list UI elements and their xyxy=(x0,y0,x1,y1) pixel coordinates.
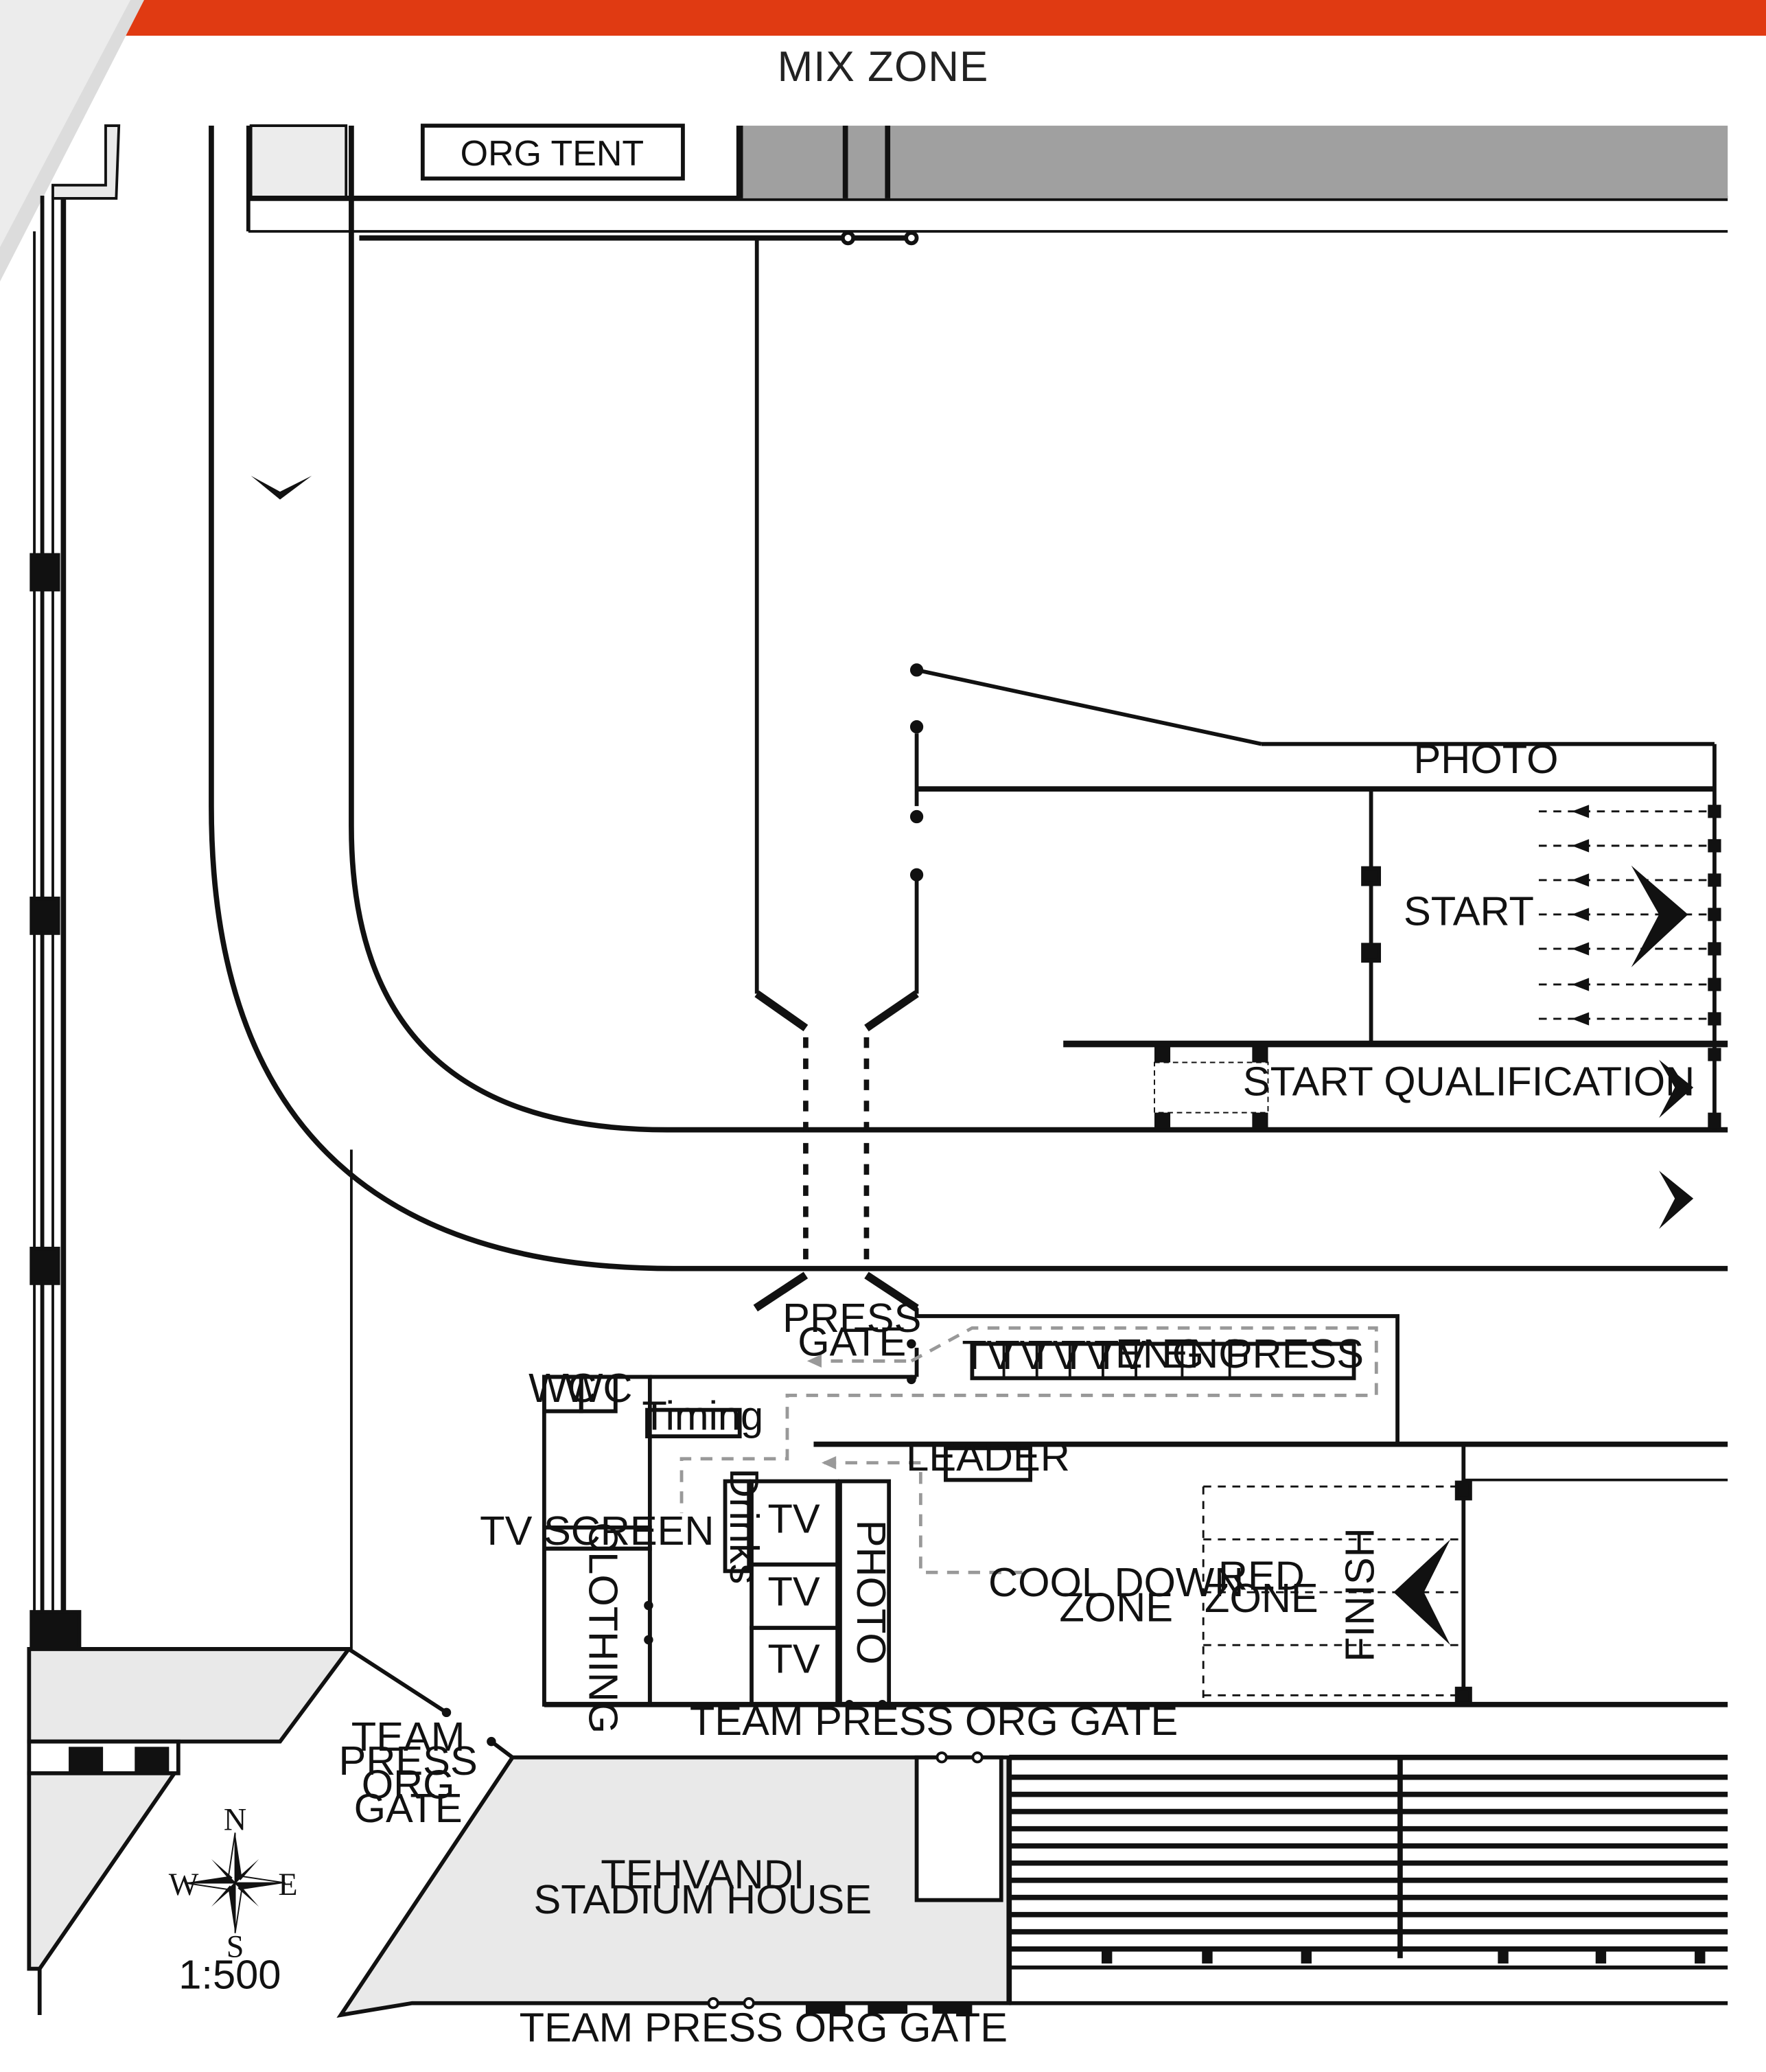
roof-area xyxy=(739,126,1728,198)
team-gate-label-1: TEAM xyxy=(351,1714,465,1760)
tv-booth-2: TV xyxy=(995,1332,1047,1378)
wc-1: WC xyxy=(528,1365,596,1411)
org-tent xyxy=(420,124,685,181)
start-lanes xyxy=(1538,810,1715,1020)
finish-label: FINISH xyxy=(1336,1528,1382,1662)
timing-label: Timing xyxy=(642,1392,763,1438)
team-gate-label-2: PRESS xyxy=(339,1738,478,1784)
tv-booth-1: TV xyxy=(962,1332,1014,1378)
brand-header-bar xyxy=(0,0,1766,36)
eng-booth-2: ENG xyxy=(1161,1331,1250,1377)
clothing-label: CLOTHING xyxy=(580,1522,626,1734)
media-booths xyxy=(970,1342,1356,1381)
left-fence xyxy=(30,196,82,1651)
corner-page-fold xyxy=(0,0,144,281)
tv-screen-label: TV SCREEN xyxy=(480,1508,714,1554)
start-label: START xyxy=(1404,888,1534,934)
tv-booth-3: TV xyxy=(1028,1332,1080,1378)
press-gate-label-1: PRESS xyxy=(782,1295,921,1341)
drinks-label: Drinks xyxy=(721,1468,767,1584)
press-gate-label-2: GATE xyxy=(798,1319,906,1365)
compass-w: W xyxy=(169,1867,199,1902)
compass-s: S xyxy=(226,1929,244,1964)
team-press-org-gate-bottom-label: TEAM PRESS ORG GATE xyxy=(520,2005,1008,2051)
red-zone-label-1: RED xyxy=(1218,1552,1305,1598)
tv-booth-5: TV xyxy=(1094,1332,1146,1378)
start-qualification-label: START QUALIFICATION xyxy=(1243,1059,1695,1105)
grandstand xyxy=(1006,1757,1728,2005)
wc-2: WC xyxy=(564,1365,632,1411)
team-press-org-gate-label: TEAM PRESS ORG GATE xyxy=(690,1698,1178,1744)
mix-zone-building xyxy=(542,1308,1728,1707)
press-booth: PRESS xyxy=(1225,1331,1364,1377)
direction-chevron-icon xyxy=(251,476,312,500)
tv-room-1: TV xyxy=(767,1496,820,1542)
stadium-label-1: TEHVANDI xyxy=(601,1851,804,1897)
leader-label: LEADER xyxy=(906,1434,1070,1480)
press-route xyxy=(679,1326,1378,1574)
eng-booth-1: ENG xyxy=(1115,1331,1204,1377)
stadium-label-2: STADIUM HOUSE xyxy=(533,1876,872,1922)
photo-vertical-label: PHOTO xyxy=(848,1520,894,1665)
team-gate-label-4: GATE xyxy=(354,1785,463,1831)
compass-e: E xyxy=(278,1867,297,1902)
start-direction-icon xyxy=(1631,865,1688,967)
team-gate-label-3: ORG xyxy=(362,1761,455,1807)
org-tent-label: ORG TENT xyxy=(461,134,644,174)
cool-down-label-1: COOL DOWN xyxy=(988,1559,1244,1605)
photo-label: PHOTO xyxy=(1414,736,1559,782)
red-zone-label-2: ZONE xyxy=(1205,1575,1318,1621)
lane-direction-icon xyxy=(1659,1171,1694,1229)
compass-n: N xyxy=(224,1802,246,1837)
tv-room-3: TV xyxy=(767,1636,820,1682)
tv-booth-4: TV xyxy=(1061,1332,1113,1378)
tv-room-2: TV xyxy=(767,1568,820,1614)
qualification-direction-icon xyxy=(1659,1059,1694,1118)
compass-rose-icon: N S E W xyxy=(169,1802,298,1964)
finish-direction-icon xyxy=(1393,1539,1451,1646)
page-title: MIX ZONE xyxy=(777,43,989,91)
start-area xyxy=(909,663,1728,1130)
scale-label: 1:500 xyxy=(178,1952,281,1998)
cool-down-label-2: ZONE xyxy=(1059,1585,1173,1631)
